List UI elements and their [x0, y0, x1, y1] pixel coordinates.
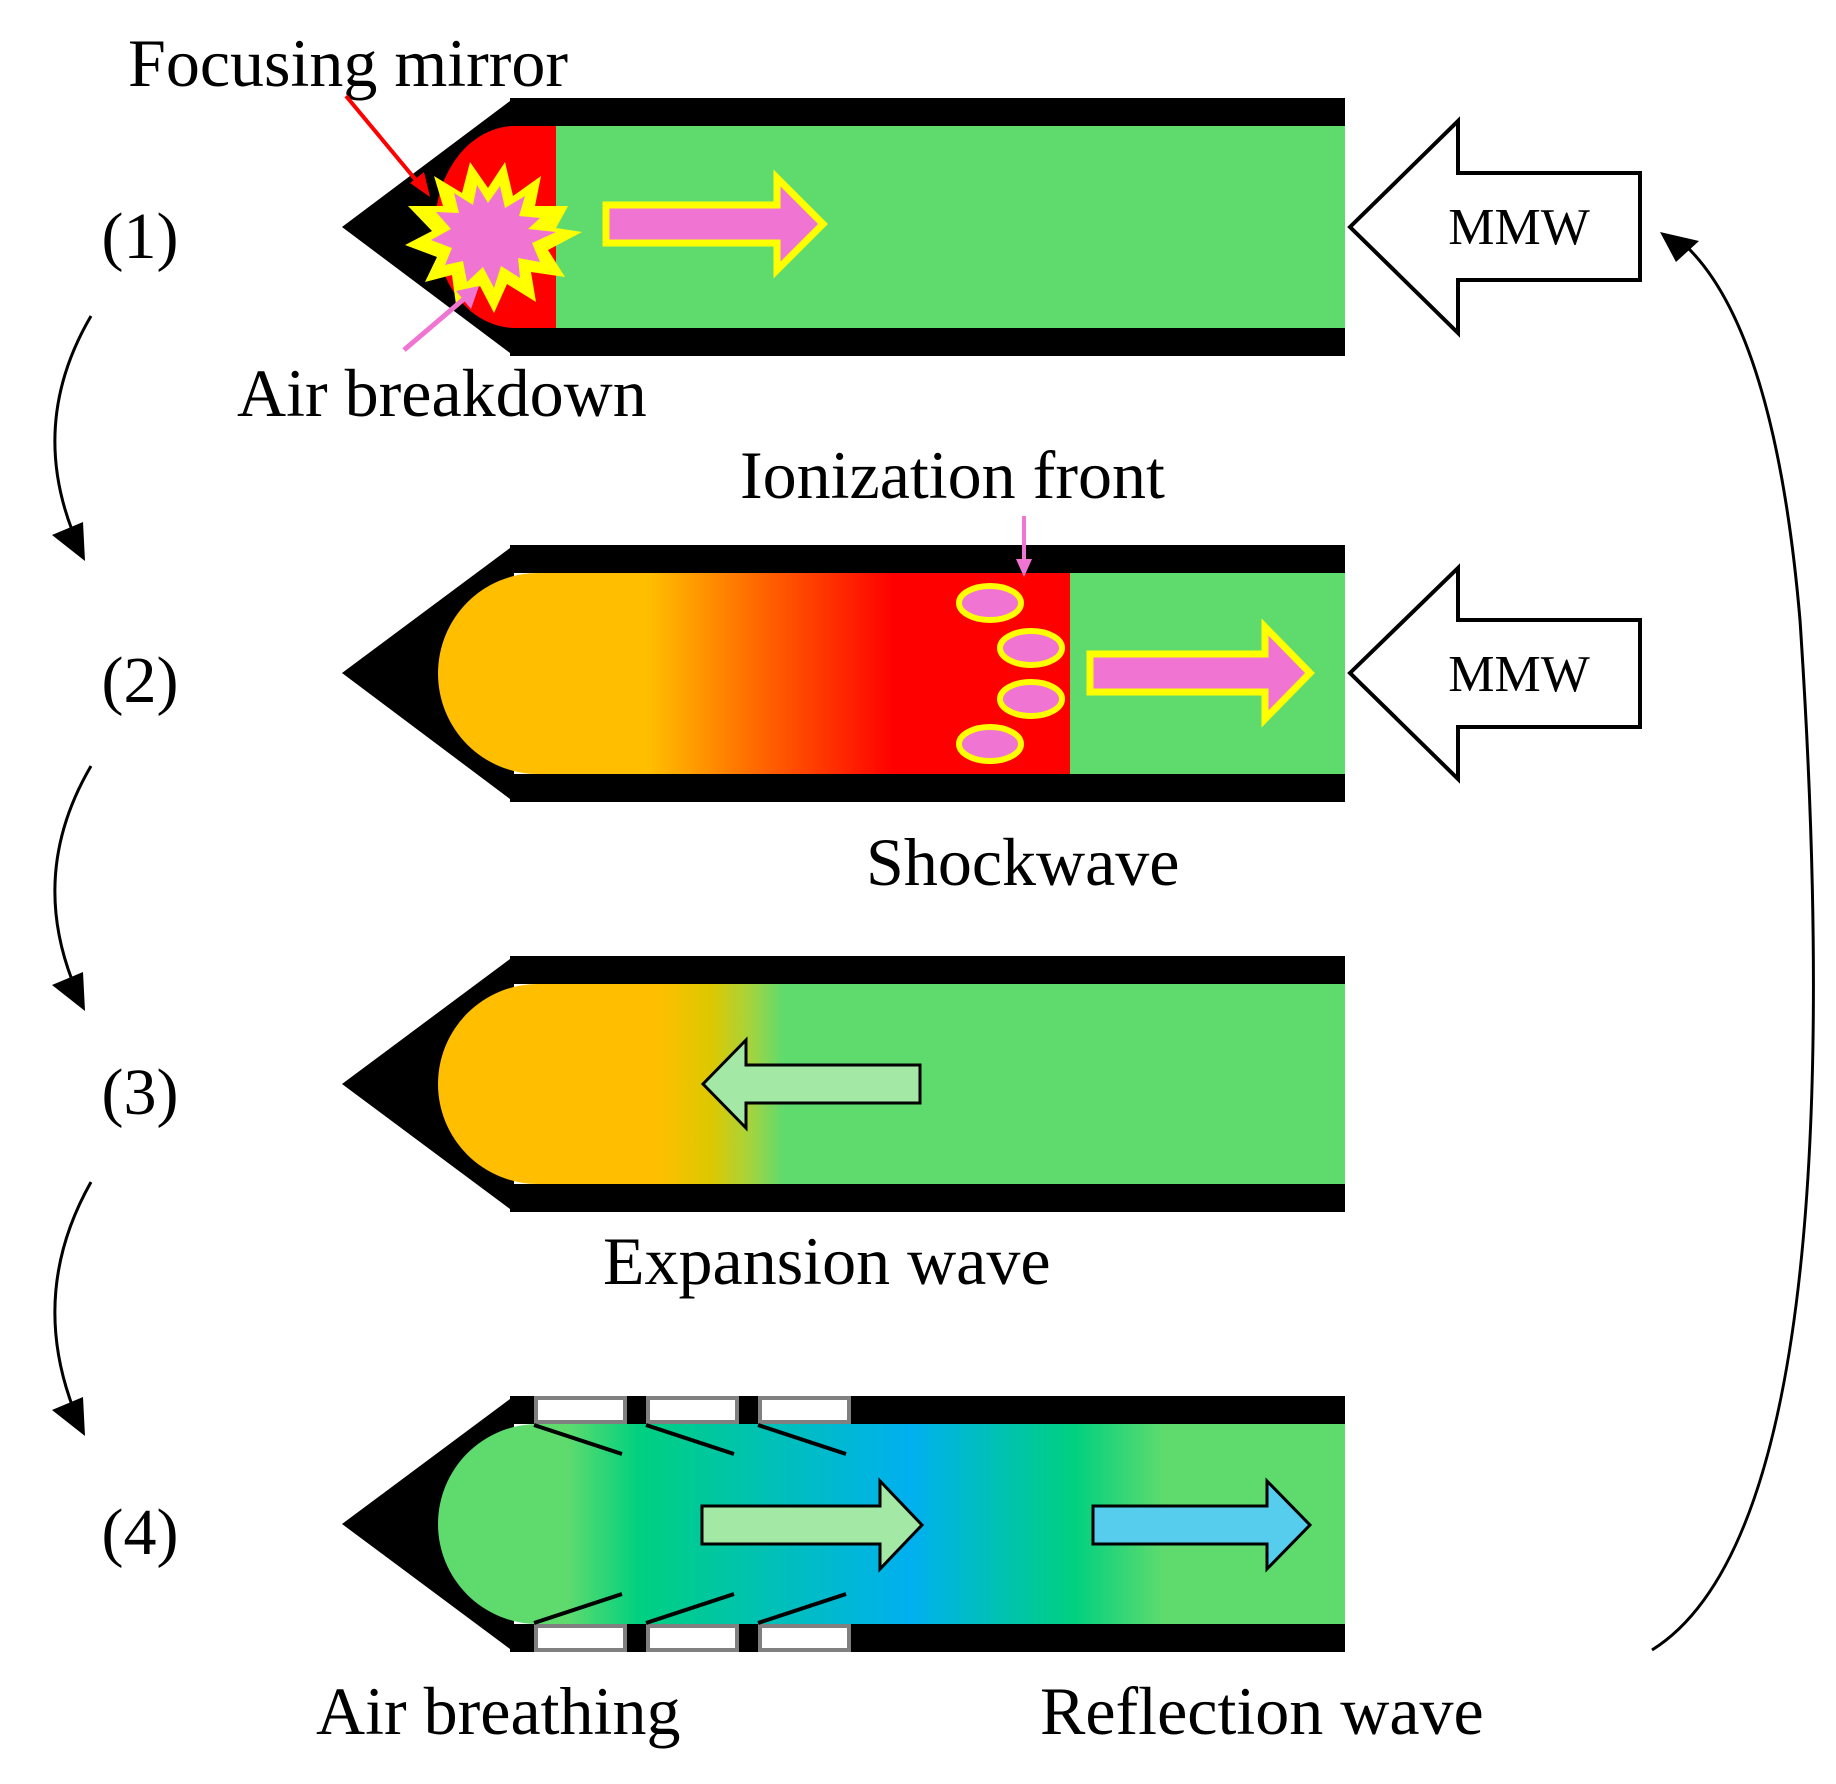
blast-arrow-2	[1086, 618, 1315, 728]
inlet-valve-icon	[758, 1624, 851, 1652]
thruster-wall-bottom-2	[510, 774, 1345, 802]
ionization-front-pointer	[1016, 516, 1032, 577]
expansion-wave-label: Expansion wave	[603, 1223, 1051, 1299]
arrowhead-icon	[52, 522, 85, 561]
cycle-arrowheads	[52, 232, 1699, 1436]
expansion-wave-arrow	[700, 1036, 922, 1132]
mmw-label-2: MMW	[1448, 646, 1590, 703]
thruster-wall-top-4	[510, 1396, 1345, 1424]
thruster-wall-bottom-3	[510, 1184, 1345, 1212]
arrowhead-icon	[52, 1397, 85, 1436]
cycle-arrow-2-to-3	[53, 765, 93, 981]
cycle-arrow-3-to-4	[53, 1181, 93, 1406]
air-inflow-lines	[533, 1423, 847, 1625]
inlet-valves-top	[534, 1396, 851, 1424]
stage-number-4: (4)	[102, 1496, 179, 1569]
cycle-arrow-reflection-return	[1651, 243, 1815, 1652]
cycle-arrow-1-to-2	[53, 315, 93, 531]
inlet-valve-icon	[758, 1396, 851, 1424]
stage-number-3: (3)	[102, 1056, 179, 1129]
arrowhead-icon	[52, 972, 85, 1011]
air-breathing-label: Air breathing	[316, 1673, 680, 1749]
stage-1: MMW (1) Focusing mirror Air breakdown	[102, 25, 1642, 431]
inlet-valves-bottom	[534, 1624, 851, 1652]
thruster-wall-top-3	[510, 956, 1345, 984]
inlet-valve-icon	[646, 1624, 739, 1652]
air-breakdown-core	[431, 185, 556, 288]
inlet-valve-icon	[646, 1396, 739, 1424]
cycle-arrows	[53, 243, 1815, 1652]
thruster-wall-top-2	[510, 545, 1345, 573]
stage-4: (4) Air breathing Reflection wave	[102, 1396, 1484, 1749]
arrowhead-icon	[1660, 232, 1699, 262]
reflection-wave-label: Reflection wave	[1040, 1673, 1484, 1749]
blast-arrow-1	[602, 169, 828, 279]
stage-number-1: (1)	[102, 200, 179, 273]
mmw-arrow-icon-2	[1347, 563, 1642, 784]
heated-gas-region-2	[438, 573, 1070, 774]
thruster-wall-top-1	[510, 98, 1345, 126]
thruster-wall-bottom-1	[510, 328, 1345, 356]
mmw-label-1: MMW	[1448, 199, 1590, 256]
air-breakdown-pointer	[402, 286, 479, 352]
ionization-front-blobs	[956, 583, 1065, 764]
inlet-valve-icon	[534, 1396, 627, 1424]
inlet-valve-icon	[534, 1624, 627, 1652]
stage-3: (3) Expansion wave	[102, 956, 1345, 1299]
thruster-wall-bottom-4	[510, 1624, 1345, 1652]
focusing-mirror-label: Focusing mirror	[128, 25, 568, 101]
mmw-arrow-icon-1	[1347, 116, 1642, 338]
air-breakdown-label: Air breakdown	[237, 355, 647, 431]
ionization-front-label: Ionization front	[740, 437, 1165, 513]
focusing-mirror-pointer	[344, 94, 430, 197]
reflection-wave-arrow	[1091, 1477, 1313, 1573]
air-breathing-arrow	[700, 1477, 925, 1573]
stage-2: MMW (2) Ionization front Shockwave	[102, 437, 1642, 900]
stage-number-2: (2)	[102, 644, 179, 717]
shockwave-label: Shockwave	[866, 824, 1179, 900]
